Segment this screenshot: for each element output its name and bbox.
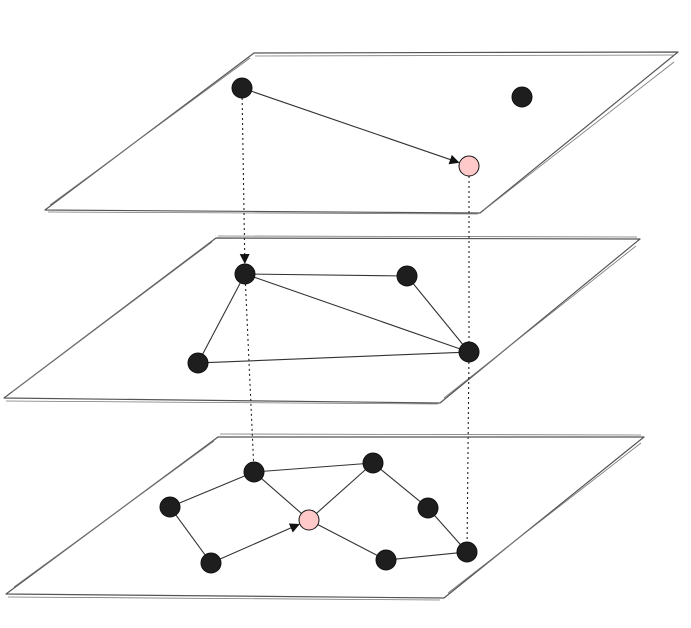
edge-b6-b8 (395, 552, 458, 560)
node-b7 (417, 497, 439, 519)
edge-b5-b6 (317, 524, 378, 556)
interlayer-link-m4-b8 (466, 361, 470, 543)
edge-b5-b2 (316, 469, 366, 514)
edge-m1-m3 (202, 282, 241, 355)
node-b1 (243, 461, 265, 483)
edge-t1-t3 (251, 90, 460, 165)
edge-m1-m2 (254, 273, 398, 277)
node-b6 (375, 549, 397, 571)
node-b2 (362, 452, 384, 474)
edge-b4-b5 (219, 523, 300, 560)
node-b8 (456, 541, 478, 563)
node-m1 (234, 263, 256, 285)
edge-b1-b2 (263, 463, 364, 472)
node-b4 (200, 552, 222, 574)
node-b5-highlighted (298, 509, 320, 531)
plane-middle (3, 235, 641, 405)
edge-b7-b8 (434, 515, 461, 545)
plane-bottom (5, 433, 645, 601)
edge-b1-b3 (179, 475, 245, 504)
interlayer-link-m1-b1 (244, 283, 255, 463)
node-t2 (511, 86, 533, 108)
node-b3 (159, 496, 181, 518)
node-m2 (396, 265, 418, 287)
edge-m1-m4 (254, 276, 460, 350)
node-m4 (458, 341, 480, 363)
plane-top (44, 51, 679, 215)
interlayer-links (239, 97, 470, 543)
node-t3-highlighted (458, 155, 480, 177)
node-t1 (231, 77, 253, 99)
edge-b2-b7 (380, 468, 421, 503)
node-m3 (187, 352, 209, 374)
edge-b1-b5 (261, 478, 302, 514)
edge-m3-m4 (207, 351, 460, 364)
graph-nodes (159, 77, 533, 574)
edge-m2-m4 (412, 283, 464, 345)
layer-edges (175, 90, 464, 560)
edge-b3-b4 (175, 514, 206, 556)
